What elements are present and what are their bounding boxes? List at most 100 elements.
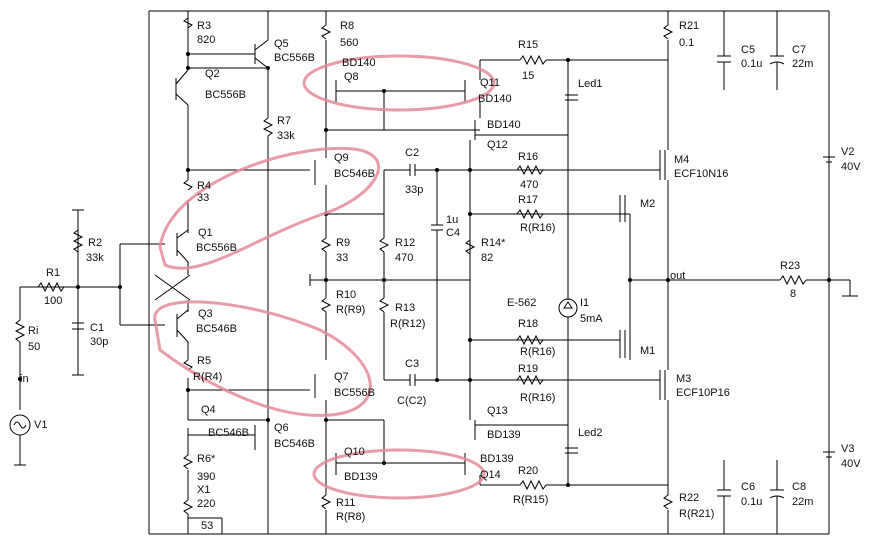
label-r6: R6* bbox=[197, 453, 216, 465]
label-c3: C3 bbox=[405, 358, 419, 370]
label-c8: C8 bbox=[792, 481, 806, 493]
label-r23: R23 bbox=[780, 260, 800, 272]
label-r14-value: 82 bbox=[481, 252, 493, 264]
label-m3-type: ECF10P16 bbox=[676, 387, 730, 399]
label-v2-value: 40V bbox=[841, 161, 861, 173]
label-m4: M4 bbox=[674, 154, 689, 166]
label-c4-value: 1u bbox=[446, 214, 458, 226]
label-r20-value: R(R15) bbox=[513, 494, 548, 506]
label-q9: Q9 bbox=[334, 152, 349, 164]
label-r11-value: R(R8) bbox=[336, 511, 365, 523]
label-ri: Ri bbox=[28, 325, 38, 337]
label-q8: Q8 bbox=[344, 71, 359, 83]
label-q11: Q11 bbox=[480, 77, 500, 89]
label-q4: Q4 bbox=[201, 404, 216, 416]
label-r7: R7 bbox=[277, 115, 291, 127]
label-c3-value: C(C2) bbox=[397, 395, 426, 407]
label-r10-value: R(R9) bbox=[336, 304, 365, 316]
label-q1: Q1 bbox=[198, 227, 213, 239]
label-q13: Q13 bbox=[487, 405, 508, 417]
label-c8-value: 22m bbox=[792, 496, 813, 508]
label-r8-value: 560 bbox=[340, 37, 358, 49]
label-m2: M2 bbox=[640, 198, 655, 210]
label-r19-value: R(R16) bbox=[520, 392, 555, 404]
label-q14: Q14 bbox=[480, 469, 501, 481]
label-q9-type: BC546B bbox=[334, 168, 375, 180]
label-m1: M1 bbox=[640, 345, 655, 357]
label-in: in bbox=[20, 373, 29, 385]
label-r19: R19 bbox=[518, 363, 538, 375]
label-q7: Q7 bbox=[334, 371, 349, 383]
label-v2: V2 bbox=[841, 146, 854, 158]
label-r2: R2 bbox=[88, 237, 102, 249]
highlight-q8-q11 bbox=[302, 54, 496, 112]
label-i1: I1 bbox=[580, 297, 589, 309]
label-r8: R8 bbox=[340, 20, 354, 32]
label-q11-type: BD140 bbox=[478, 93, 512, 105]
label-r3: R3 bbox=[197, 20, 211, 32]
label-c4: C4 bbox=[446, 227, 460, 239]
label-q3-type: BC546B bbox=[196, 323, 237, 335]
label-x1-position: 53 bbox=[201, 520, 213, 532]
label-m3: M3 bbox=[676, 373, 691, 385]
label-c6-value: 0.1u bbox=[741, 496, 762, 508]
label-x1: X1 bbox=[197, 484, 210, 496]
label-c1: C1 bbox=[90, 322, 104, 334]
label-q2-type: BC556B bbox=[205, 89, 246, 101]
label-c2-value: 33p bbox=[405, 184, 423, 196]
label-r15-value: 15 bbox=[522, 70, 534, 82]
label-r4-value: 33 bbox=[197, 192, 209, 204]
label-m4-type: ECF10N16 bbox=[674, 168, 728, 180]
label-r21-value: 0.1 bbox=[679, 37, 694, 49]
label-x1-value: 220 bbox=[197, 498, 215, 510]
label-r20: R20 bbox=[518, 465, 538, 477]
highlight-q10-q14 bbox=[312, 448, 486, 500]
label-out: out bbox=[670, 270, 685, 282]
label-r5: R5 bbox=[197, 355, 211, 367]
highlight-q1-q9 bbox=[158, 147, 381, 270]
label-led1: Led1 bbox=[578, 78, 602, 90]
label-r2-value: 33k bbox=[86, 252, 104, 264]
label-q12: Q12 bbox=[487, 139, 508, 151]
label-r11: R11 bbox=[336, 497, 355, 509]
label-v1: V1 bbox=[34, 419, 47, 431]
label-r22-value: R(R21) bbox=[679, 508, 714, 520]
label-r9-value: 33 bbox=[336, 252, 348, 264]
label-r17: R17 bbox=[518, 194, 538, 206]
label-c7: C7 bbox=[792, 44, 806, 56]
label-q6-type: BC546B bbox=[274, 438, 315, 450]
label-q5: Q5 bbox=[274, 38, 289, 50]
label-c5: C5 bbox=[741, 44, 755, 56]
label-r12-value: 470 bbox=[395, 252, 413, 264]
label-q14-type: BD139 bbox=[480, 453, 514, 465]
label-q2: Q2 bbox=[205, 68, 220, 80]
label-r23-value: 8 bbox=[790, 288, 796, 300]
label-r13: R13 bbox=[395, 302, 415, 314]
label-r1: R1 bbox=[46, 267, 60, 279]
label-r3-value: 820 bbox=[197, 34, 215, 46]
label-r5-value: R(R4) bbox=[193, 371, 222, 383]
label-q12-type: BD140 bbox=[487, 119, 521, 131]
label-q4-type: BC546B bbox=[208, 427, 249, 439]
label-r12: R12 bbox=[395, 237, 415, 249]
label-v3: V3 bbox=[841, 443, 854, 455]
label-q13-type: BD139 bbox=[487, 429, 521, 441]
label-r18: R18 bbox=[518, 318, 538, 330]
label-q10: Q10 bbox=[344, 446, 365, 458]
label-r7-value: 33k bbox=[277, 130, 295, 142]
label-q1-type: BC556B bbox=[196, 242, 237, 254]
label-i1-value: 5mA bbox=[580, 313, 603, 325]
label-q6: Q6 bbox=[274, 422, 289, 434]
label-q7-type: BC556B bbox=[334, 387, 375, 399]
label-r17-value: R(R16) bbox=[520, 222, 555, 234]
label-r14: R14* bbox=[481, 237, 506, 249]
label-r16: R16 bbox=[518, 151, 538, 163]
label-r1-value: 100 bbox=[44, 295, 62, 307]
label-c2: C2 bbox=[405, 147, 419, 159]
label-r21: R21 bbox=[679, 20, 699, 32]
label-c1-value: 30p bbox=[90, 336, 108, 348]
label-r16-value: 470 bbox=[520, 179, 538, 191]
label-v3-value: 40V bbox=[841, 458, 861, 470]
label-r10: R10 bbox=[336, 289, 356, 301]
label-c7-value: 22m bbox=[792, 58, 813, 70]
